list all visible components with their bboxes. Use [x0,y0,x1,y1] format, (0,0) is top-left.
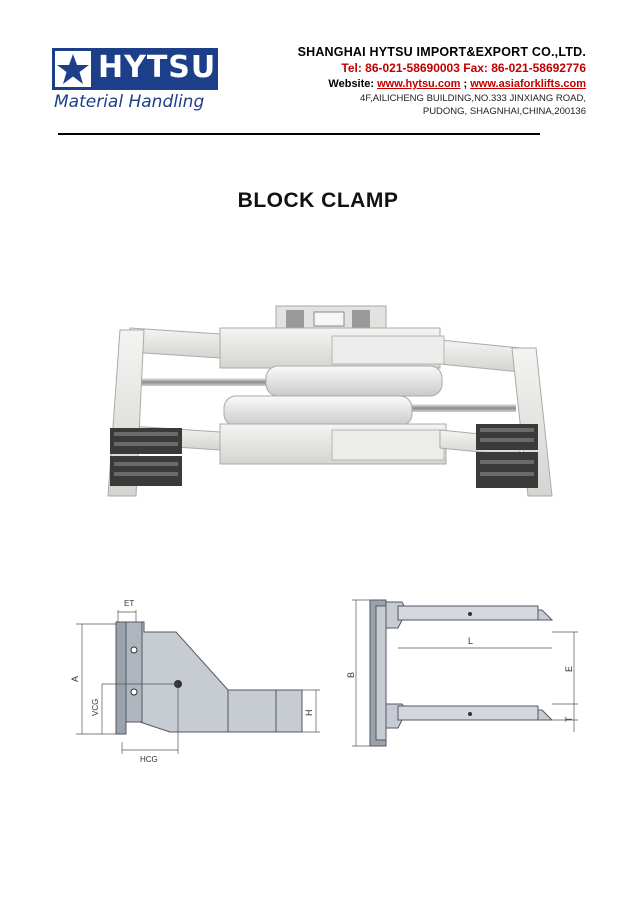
dim-label-hcg: HCG [140,755,158,764]
block-clamp-photo [107,305,553,497]
dim-label-l: L [468,636,473,646]
header-divider [58,133,540,135]
dim-label-t: T [564,716,574,722]
website-link-hytsu[interactable]: www.hytsu.com [377,78,461,90]
side-view-diagram: A VCG ET HCG H [70,599,320,764]
star-icon [55,51,91,87]
website-link-asiaforklifts[interactable]: www.asiaforklifts.com [470,78,586,90]
dim-label-et: ET [124,599,134,608]
company-website: Website: www.hytsu.com ; www.asiaforklif… [226,76,586,92]
dim-label-a: A [70,676,80,682]
logo-wordmark: HYTSU [98,50,217,85]
dim-label-e: E [564,666,574,672]
website-label: Website: [328,78,375,90]
company-logo: HYTSU Material Handling [52,48,218,114]
top-view-diagram: B L E T [346,599,578,747]
company-name: SHANGHAI HYTSU IMPORT&EXPORT CO.,LTD. [297,45,586,59]
dim-label-vcg: VCG [91,699,100,716]
company-address-line-2: PUDONG, SHAGNHAI,CHINA,200136 [422,106,586,117]
page-title: BLOCK CLAMP [237,189,399,212]
dim-label-h: H [304,710,314,717]
company-info: SHANGHAI HYTSU IMPORT&EXPORT CO.,LTD. Te… [226,44,586,118]
logo-badge: HYTSU [52,48,218,90]
dim-label-b: B [346,672,356,678]
company-address-line-1: 4F,AILICHENG BUILDING,NO.333 JINXIANG RO… [360,93,586,104]
website-separator: ; [463,78,468,90]
logo-tagline: Material Handling [54,92,205,112]
company-phone: Tel: 86-021-58690003 Fax: 86-021-5869277… [341,61,586,75]
